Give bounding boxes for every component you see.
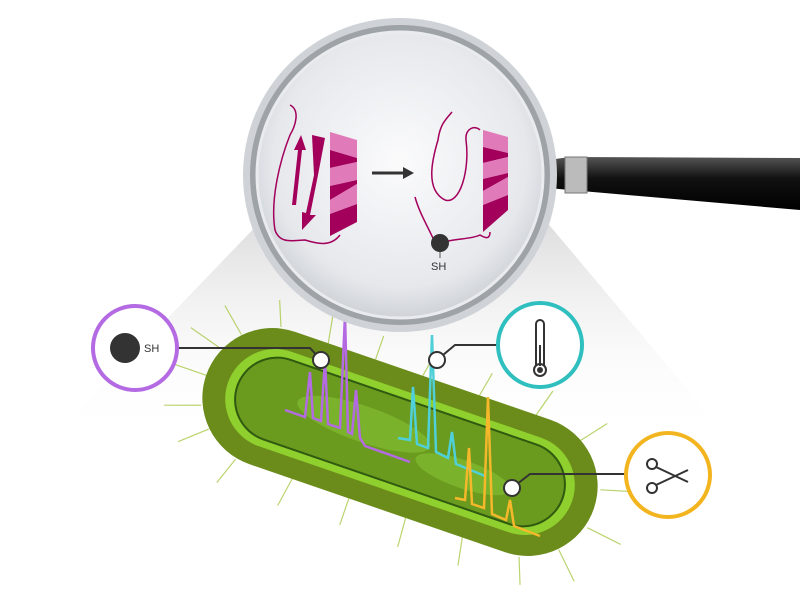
marker-thiol bbox=[312, 351, 330, 369]
helix-unfolded bbox=[483, 130, 508, 232]
scissors-icon bbox=[646, 458, 689, 494]
thiol-group-icon bbox=[431, 234, 449, 252]
unfolding-arrow-icon bbox=[372, 167, 414, 179]
helix-folded bbox=[330, 132, 357, 236]
marker-temperature bbox=[428, 351, 446, 369]
unfolded-thiol-label: SH bbox=[431, 261, 446, 273]
folded-protein bbox=[272, 104, 357, 245]
thiol-label: SH bbox=[144, 343, 159, 355]
trace-teal bbox=[397, 334, 486, 478]
trace-yellow bbox=[454, 396, 541, 538]
magnifier-handle bbox=[548, 157, 800, 210]
thermometer-icon bbox=[533, 319, 547, 377]
unfolded-protein: SH bbox=[414, 111, 508, 273]
callout-cleavage bbox=[624, 431, 712, 519]
callout-thiol: SH bbox=[91, 304, 179, 392]
marker-cleavage bbox=[503, 479, 521, 497]
callout-temperature bbox=[496, 301, 584, 389]
trace-purple bbox=[284, 314, 411, 464]
magnifying-glass bbox=[243, 18, 800, 332]
thiol-group-icon bbox=[110, 333, 140, 363]
